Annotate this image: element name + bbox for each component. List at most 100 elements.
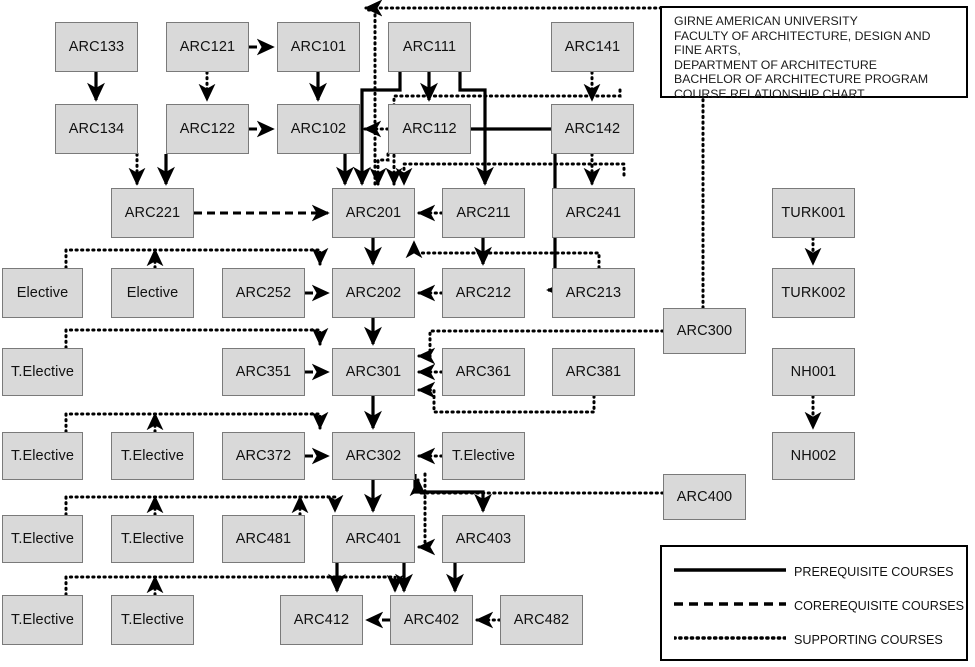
- course-box-arc202[interactable]: ARC202: [332, 268, 415, 318]
- course-box-arc112[interactable]: ARC112: [388, 104, 471, 154]
- course-label: ARC134: [68, 121, 125, 137]
- course-box-elec-a2[interactable]: Elective: [111, 268, 194, 318]
- course-box-arc121[interactable]: ARC121: [166, 22, 249, 72]
- course-box-arc201[interactable]: ARC201: [332, 188, 415, 238]
- course-label: T.Elective: [120, 531, 185, 547]
- course-box-arc302[interactable]: ARC302: [332, 432, 415, 480]
- title-line: FINE ARTS,: [674, 43, 741, 58]
- edge-arc201-to-arc101: [364, 0, 383, 186]
- course-box-turk002[interactable]: TURK002: [772, 268, 855, 318]
- course-label: ARC202: [345, 285, 402, 301]
- course-label: ARC351: [235, 364, 292, 380]
- course-box-arc300[interactable]: ARC300: [663, 308, 746, 354]
- title-line: COURSE RELATIONSHIP CHART: [674, 86, 865, 101]
- legend-item-corequisite: COREREQUISITE COURSES: [662, 589, 966, 623]
- course-box-arc400[interactable]: ARC400: [663, 474, 746, 520]
- edge-arc213-to-arc201: [405, 240, 601, 270]
- course-label: ARC122: [179, 121, 236, 137]
- course-box-arc101[interactable]: ARC101: [277, 22, 360, 72]
- course-box-arc481[interactable]: ARC481: [222, 515, 305, 563]
- legend-line-dashed: [674, 602, 786, 606]
- edge-arc300-to-arc101: [364, 0, 705, 310]
- course-box-arc361[interactable]: ARC361: [442, 348, 525, 396]
- course-box-arc211[interactable]: ARC211: [442, 188, 525, 238]
- edge-arc381-to-arc301: [417, 381, 596, 414]
- course-box-arc213[interactable]: ARC213: [552, 268, 635, 318]
- legend-label: SUPPORTING COURSES: [794, 633, 943, 647]
- course-label: ARC112: [402, 121, 457, 137]
- edge-arc302-to-arc403: [413, 474, 492, 513]
- course-label: ARC300: [676, 323, 733, 339]
- course-label: ARC481: [235, 531, 292, 547]
- course-box-arc134[interactable]: ARC134: [55, 104, 138, 154]
- course-label: T.Elective: [120, 448, 185, 464]
- course-label: Elective: [16, 285, 69, 301]
- course-box-telec-e1[interactable]: T.Elective: [2, 595, 83, 645]
- course-box-telec-e2[interactable]: T.Elective: [111, 595, 194, 645]
- course-label: ARC201: [345, 205, 402, 221]
- course-box-telec-d2[interactable]: T.Elective: [111, 515, 194, 563]
- course-label: T.Elective: [10, 448, 75, 464]
- chart-title-panel: GIRNE AMERICAN UNIVERSITY FACULTY OF ARC…: [660, 6, 968, 101]
- course-label: Elective: [126, 285, 179, 301]
- edge-telec_e1-to-arc402: [64, 574, 404, 597]
- course-box-arc241[interactable]: ARC241: [552, 188, 635, 238]
- course-box-nh001[interactable]: NH001: [772, 348, 855, 396]
- course-box-telec-c2[interactable]: T.Elective: [111, 432, 194, 480]
- course-box-telec-c3[interactable]: T.Elective: [442, 432, 525, 480]
- edge-telec_c1-to-arc302: [64, 411, 329, 434]
- title-line: GIRNE AMERICAN UNIVERSITY: [674, 14, 858, 28]
- legend-line-solid: [674, 568, 786, 572]
- course-label: ARC381: [565, 364, 622, 380]
- course-box-arc402[interactable]: ARC402: [390, 595, 473, 645]
- course-label: ARC241: [565, 205, 622, 221]
- course-label: ARC302: [345, 448, 402, 464]
- course-box-arc122[interactable]: ARC122: [166, 104, 249, 154]
- course-label: ARC412: [293, 612, 350, 628]
- course-label: T.Elective: [10, 531, 75, 547]
- edge-elec_a1-to-arc202: [64, 247, 329, 270]
- course-box-arc381[interactable]: ARC381: [552, 348, 635, 396]
- course-box-arc482[interactable]: ARC482: [500, 595, 583, 645]
- legend-item-prerequisite: PREREQUISITE COURSES: [662, 555, 966, 589]
- course-box-arc141[interactable]: ARC141: [551, 22, 634, 72]
- legend-item-supporting: SUPPORTING COURSES: [662, 623, 966, 657]
- course-label: T.Elective: [451, 448, 516, 464]
- legend-panel: PREREQUISITE COURSES COREREQUISITE COURS…: [660, 545, 968, 661]
- course-box-arc372[interactable]: ARC372: [222, 432, 305, 480]
- course-box-arc102[interactable]: ARC102: [277, 104, 360, 154]
- course-box-arc111[interactable]: ARC111: [388, 22, 471, 72]
- course-label: ARC102: [290, 121, 347, 137]
- course-box-turk001[interactable]: TURK001: [772, 188, 855, 238]
- course-box-arc401[interactable]: ARC401: [332, 515, 415, 563]
- course-label: ARC212: [455, 285, 512, 301]
- legend-label: PREREQUISITE COURSES: [794, 565, 954, 579]
- course-box-arc212[interactable]: ARC212: [442, 268, 525, 318]
- edge-arc111-to-arc201: [353, 72, 402, 186]
- course-box-telec-b1[interactable]: T.Elective: [2, 348, 83, 396]
- course-label: ARC111: [402, 39, 457, 55]
- edge-arc112-to-arc201: [369, 152, 390, 186]
- course-box-elec-a1[interactable]: Elective: [2, 268, 83, 318]
- course-box-arc412[interactable]: ARC412: [280, 595, 363, 645]
- course-label: ARC403: [455, 531, 512, 547]
- course-box-arc221[interactable]: ARC221: [111, 188, 194, 238]
- course-label: ARC213: [565, 285, 622, 301]
- course-box-arc301[interactable]: ARC301: [332, 348, 415, 396]
- course-box-arc142[interactable]: ARC142: [551, 104, 634, 154]
- course-box-arc133[interactable]: ARC133: [55, 22, 138, 72]
- title-line: BACHELOR OF ARCHITECTURE PROGRAM: [674, 72, 929, 87]
- course-label: ARC141: [564, 39, 621, 55]
- course-box-telec-d1[interactable]: T.Elective: [2, 515, 83, 563]
- course-label: ARC221: [124, 205, 181, 221]
- course-box-arc351[interactable]: ARC351: [222, 348, 305, 396]
- course-box-arc252[interactable]: ARC252: [222, 268, 305, 318]
- course-label: TURK002: [781, 285, 846, 301]
- title-line: DEPARTMENT OF ARCHITECTURE: [674, 57, 877, 72]
- course-label: ARC482: [513, 612, 570, 628]
- course-box-nh002[interactable]: NH002: [772, 432, 855, 480]
- course-box-telec-c1[interactable]: T.Elective: [2, 432, 83, 480]
- course-box-arc403[interactable]: ARC403: [442, 515, 525, 563]
